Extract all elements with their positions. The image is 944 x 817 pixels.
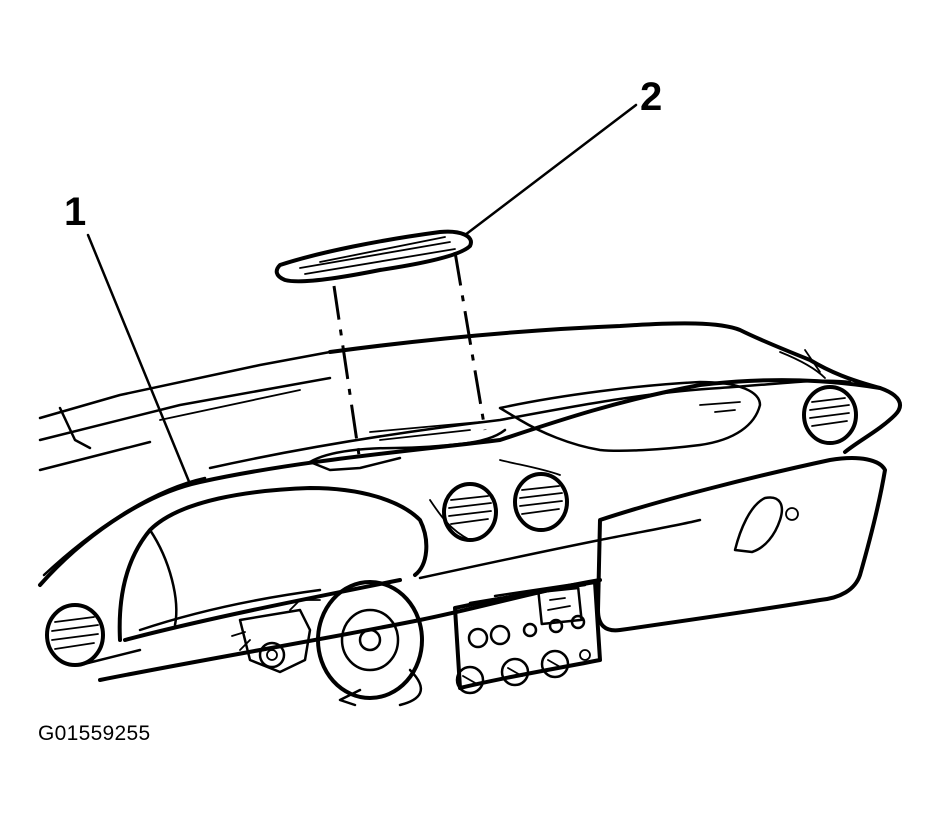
- center-vent-left-icon: [442, 482, 498, 542]
- glove-box: [596, 456, 887, 633]
- defroster-opening: [308, 421, 507, 472]
- instrument-cluster-hood: [117, 486, 429, 642]
- windshield-lines: [38, 350, 332, 472]
- callout-label-1: 1: [64, 190, 87, 234]
- vent-bezel-line: [429, 499, 471, 541]
- switch-bracket-icon: [231, 599, 321, 674]
- center-vent-right-icon: [513, 472, 569, 532]
- right-vent-icon: [802, 385, 858, 445]
- steering-hub-icon: [316, 580, 424, 707]
- lower-dash-outline: [78, 518, 702, 682]
- top-pad-component: [274, 229, 473, 284]
- instrument-panel-pad: [38, 321, 902, 587]
- callout-label-2: 2: [640, 75, 663, 119]
- leader-line-2: [463, 103, 638, 237]
- center-stack: [453, 580, 602, 695]
- upper-storage-bin: [498, 380, 762, 453]
- left-vent-icon: [45, 603, 105, 667]
- figure-code: G01559255: [38, 722, 151, 745]
- leader-line-1: [86, 233, 192, 486]
- vent-bezel-line-2: [499, 459, 561, 476]
- alignment-guides: [332, 251, 487, 463]
